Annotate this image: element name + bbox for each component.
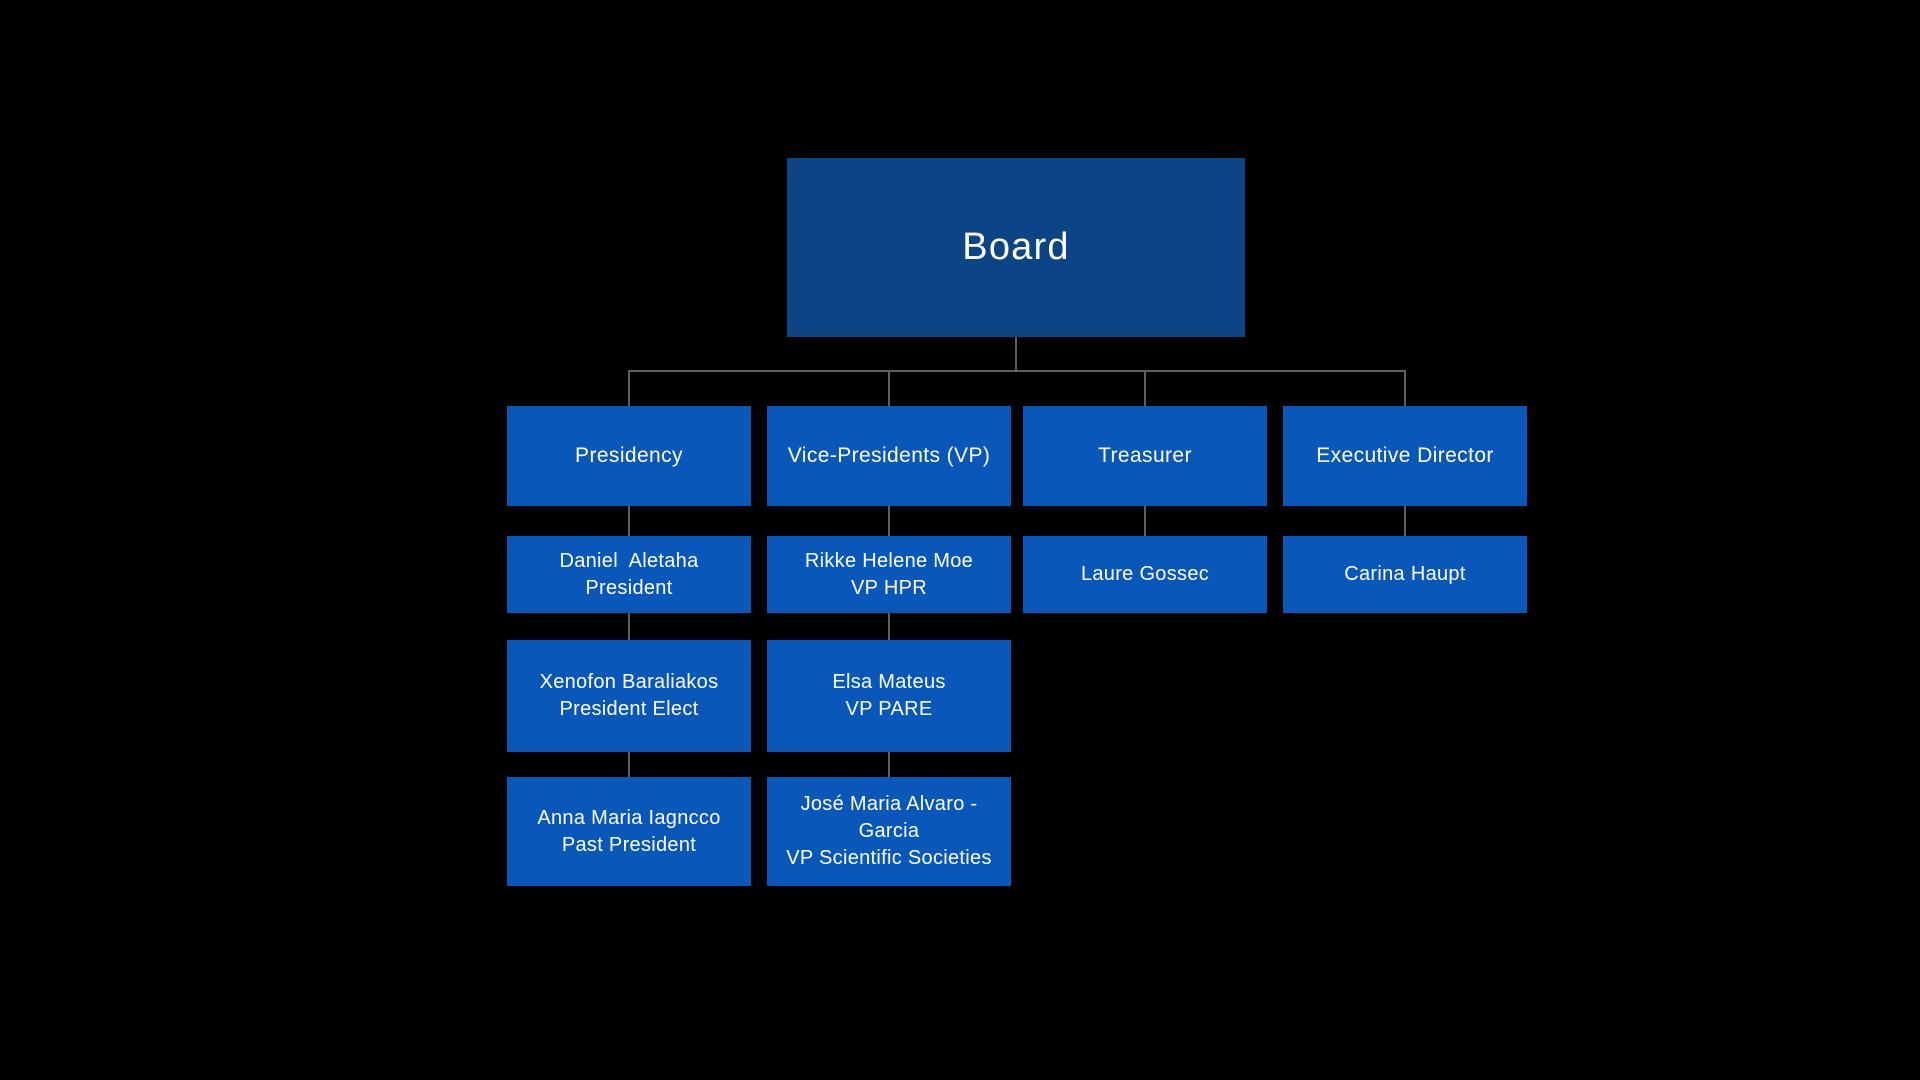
connector-vp-scientific <box>888 752 890 777</box>
connector-drop-treasurer <box>1144 370 1146 406</box>
org-node-past-president: Anna Maria Iagncco Past President <box>507 777 751 886</box>
connector-board-drop <box>1015 337 1017 370</box>
connector-bus <box>628 370 1406 372</box>
category-label: Presidency <box>575 444 683 467</box>
member-role: VP Scientific Societies <box>786 847 992 869</box>
member-name: Elsa Mateus <box>832 671 946 693</box>
member-role: President Elect <box>559 698 699 720</box>
org-node-treasurer-member: Laure Gossec <box>1023 536 1267 613</box>
connector-treasurer-member <box>1144 506 1146 536</box>
member-role: President <box>585 576 673 599</box>
org-node-vp-scientific-societies: José Maria Alvaro - Garcia VP Scientific… <box>767 777 1011 886</box>
category-label: Vice-Presidents (VP) <box>787 444 991 467</box>
connector-presidency-president <box>628 506 630 536</box>
connector-drop-vp <box>888 370 890 406</box>
connector-past-president <box>628 752 630 777</box>
member-role: Past President <box>561 833 697 856</box>
connector-vp-pare <box>888 613 890 640</box>
org-node-president: Daniel Aletaha President <box>507 536 751 613</box>
connector-drop-presidency <box>628 370 630 406</box>
connector-vp-hpr <box>888 506 890 536</box>
category-label: Treasurer <box>1098 444 1192 467</box>
org-node-president-elect: Xenofon Baraliakos President Elect <box>507 640 751 752</box>
member-name: Anna Maria Iagncco <box>537 806 721 829</box>
org-node-presidency: Presidency <box>507 406 751 506</box>
org-node-executive-director: Executive Director <box>1283 406 1527 506</box>
connector-exec-member <box>1404 506 1406 536</box>
org-node-vp-hpr: Rikke Helene Moe VP HPR <box>767 536 1011 613</box>
org-node-executive-director-member: Carina Haupt <box>1283 536 1527 613</box>
org-node-vice-presidents: Vice-Presidents (VP) <box>767 406 1011 506</box>
member-name: José Maria Alvaro - Garcia <box>800 793 984 842</box>
member-role: VP HPR <box>851 576 927 599</box>
member-name: Rikke Helene Moe <box>804 549 974 572</box>
connector-drop-exec <box>1404 370 1406 406</box>
category-label: Executive Director <box>1316 444 1494 467</box>
connector-president-elect <box>628 613 630 640</box>
member-name: Daniel Aletaha <box>559 549 699 572</box>
org-node-treasurer: Treasurer <box>1023 406 1267 506</box>
member-name: Xenofon Baraliakos <box>539 671 719 693</box>
member-name: Carina Haupt <box>1344 563 1466 585</box>
org-node-vp-pare: Elsa Mateus VP PARE <box>767 640 1011 752</box>
board-label: Board <box>962 226 1070 268</box>
org-node-board: Board <box>787 158 1245 337</box>
member-name: Laure Gossec <box>1080 563 1210 585</box>
member-role: VP PARE <box>845 698 933 720</box>
